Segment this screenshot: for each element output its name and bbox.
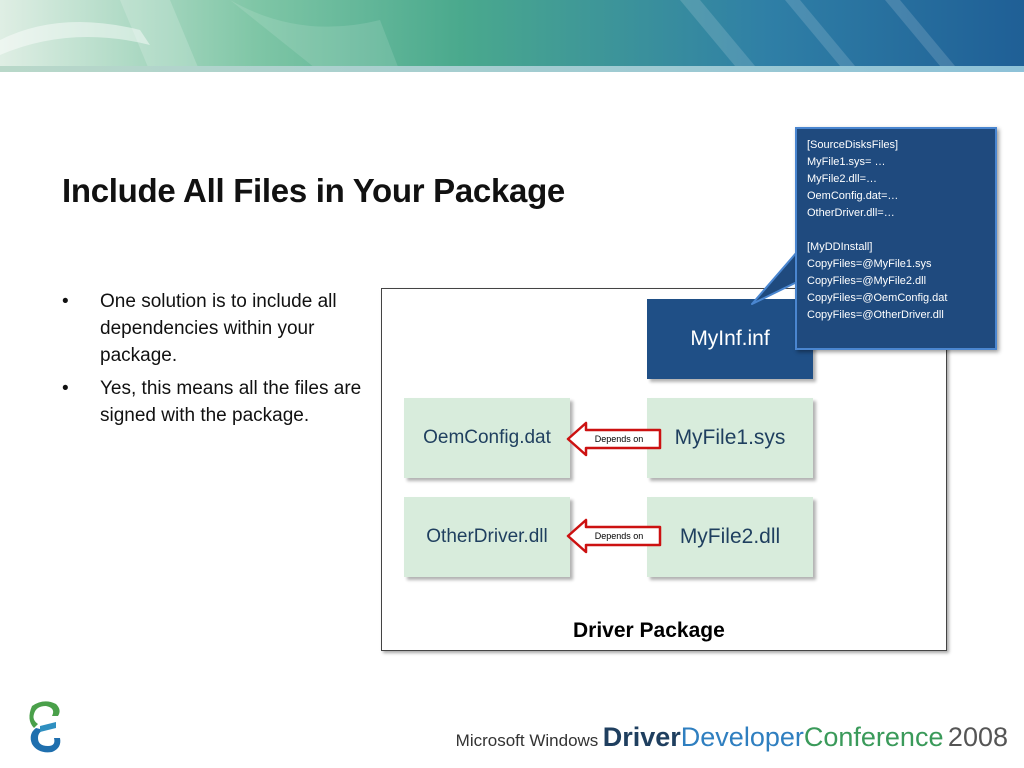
footer-driver: Driver — [602, 722, 681, 752]
myfile2-file-box: MyFile2.dll — [647, 497, 813, 577]
callout-line: MyFile1.sys= … — [807, 156, 886, 168]
callout-line: CopyFiles=@MyFile1.sys — [807, 258, 932, 270]
myfile1-file-box: MyFile1.sys — [647, 398, 813, 478]
arrow-label: Depends on — [594, 434, 644, 444]
bullet-list: • One solution is to include all depende… — [60, 288, 370, 435]
callout-line — [807, 222, 985, 239]
footer-conference: Conference — [803, 722, 944, 752]
callout-line: [SourceDisksFiles] — [807, 139, 899, 151]
depends-on-arrow: Depends on — [566, 518, 662, 554]
header-banner — [0, 0, 1024, 72]
left-arrow-icon — [566, 518, 662, 554]
inf-file-box: MyInf.inf — [647, 299, 813, 379]
callout-line: OtherDriver.dll=… — [807, 207, 895, 219]
callout-line: [MyDDInstall] — [807, 241, 873, 253]
oemconfig-file-box: OemConfig.dat — [404, 398, 570, 478]
footer-microsoft-windows: Microsoft Windows — [455, 731, 599, 750]
arrow-label: Depends on — [594, 531, 644, 541]
bullet-marker: • — [62, 378, 69, 399]
depends-on-arrow: Depends on — [566, 421, 662, 457]
bullet-text: Yes, this means all the files are signed… — [100, 378, 362, 426]
left-arrow-icon — [566, 421, 662, 457]
callout-line: CopyFiles=@OemConfig.dat — [807, 292, 948, 304]
slide-title: Include All Files in Your Package — [62, 172, 565, 209]
bullet-marker: • — [62, 291, 69, 312]
otherdriver-file-box: OtherDriver.dll — [404, 497, 570, 577]
callout-line: MyFile2.dll=… — [807, 173, 877, 185]
driver-package-label: Driver Package — [573, 619, 725, 642]
conference-logo-icon — [29, 701, 61, 753]
callout-line: CopyFiles=@OtherDriver.dll — [807, 309, 944, 321]
callout-line: CopyFiles=@MyFile2.dll — [807, 275, 927, 287]
footer-developer: Developer — [680, 722, 804, 752]
inf-contents-callout: [SourceDisksFiles] MyFile1.sys= … MyFile… — [795, 127, 997, 350]
bullet-item: • One solution is to include all depende… — [60, 288, 370, 369]
callout-line: OemConfig.dat=… — [807, 190, 899, 202]
banner-decoration — [0, 0, 960, 72]
footer-conference-name: Microsoft Windows DriverDeveloperConfere… — [456, 722, 1008, 753]
bullet-text: One solution is to include all dependenc… — [100, 291, 337, 366]
bullet-item: • Yes, this means all the files are sign… — [60, 375, 370, 429]
footer-year: 2008 — [947, 722, 1008, 752]
